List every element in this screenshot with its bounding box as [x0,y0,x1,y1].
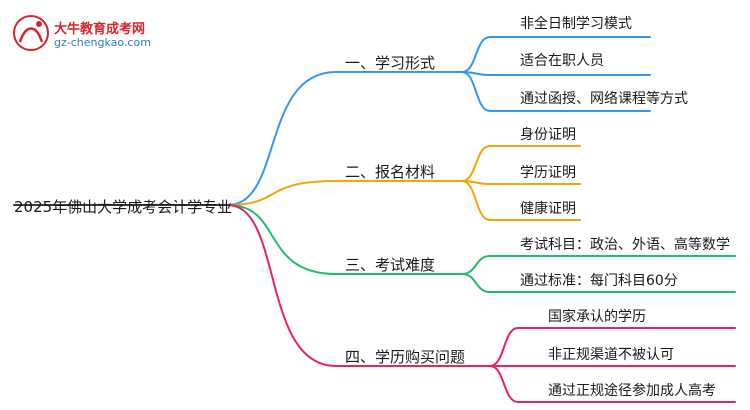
branch-exam-difficulty: 三、考试难度 [345,256,436,274]
root-link-3 [227,204,337,367]
leaf-link-0-2 [461,71,651,112]
leaf-exam-subjects: 考试科目：政治、外语、高等数学 [520,237,730,253]
leaf-unofficial-channels: 非正规渠道不被认可 [548,347,674,363]
logo-mark-icon [13,15,49,51]
leaf-health-proof: 健康证明 [520,201,576,217]
root-link-2 [227,204,337,275]
leaf-link-1-2 [461,180,581,221]
logo-name: 大牛教育成考网 [54,22,146,37]
leaf-link-0-1 [461,71,651,76]
leaf-online-courses: 通过函授、网络课程等方式 [520,91,688,107]
leaf-for-working: 适合在职人员 [520,53,604,69]
leaf-id-proof: 身份证明 [520,127,576,143]
site-logo[interactable]: 大牛教育成考网 gz-chengkao.com [12,14,172,54]
leaf-link-0-0 [461,36,651,73]
branch-diploma-purchase-issue: 四、学历购买问题 [345,348,466,366]
leaf-link-3-0 [489,327,736,367]
leaf-recognized-degree: 国家承认的学历 [548,309,646,325]
leaf-education-proof: 学历证明 [520,165,576,181]
leaf-link-3-2 [489,365,736,403]
logo-url: gz-chengkao.com [54,36,151,49]
root-link-0 [227,71,337,206]
leaf-pass-standard: 通过标准：每门科目60分 [520,273,678,289]
root-link-1 [227,180,337,206]
root-node: 2025年佛山大学成考会计学专业 [14,198,233,216]
leaf-official-route: 通过正规途径参加成人高考 [548,383,716,399]
leaf-link-2-1 [461,273,736,293]
leaf-part-time-mode: 非全日制学习模式 [520,16,632,32]
leaf-link-2-0 [461,255,736,275]
branch-application-materials: 二、报名材料 [345,163,436,181]
branch-learning-format: 一、学习形式 [345,54,436,72]
leaf-link-1-0 [461,145,581,182]
